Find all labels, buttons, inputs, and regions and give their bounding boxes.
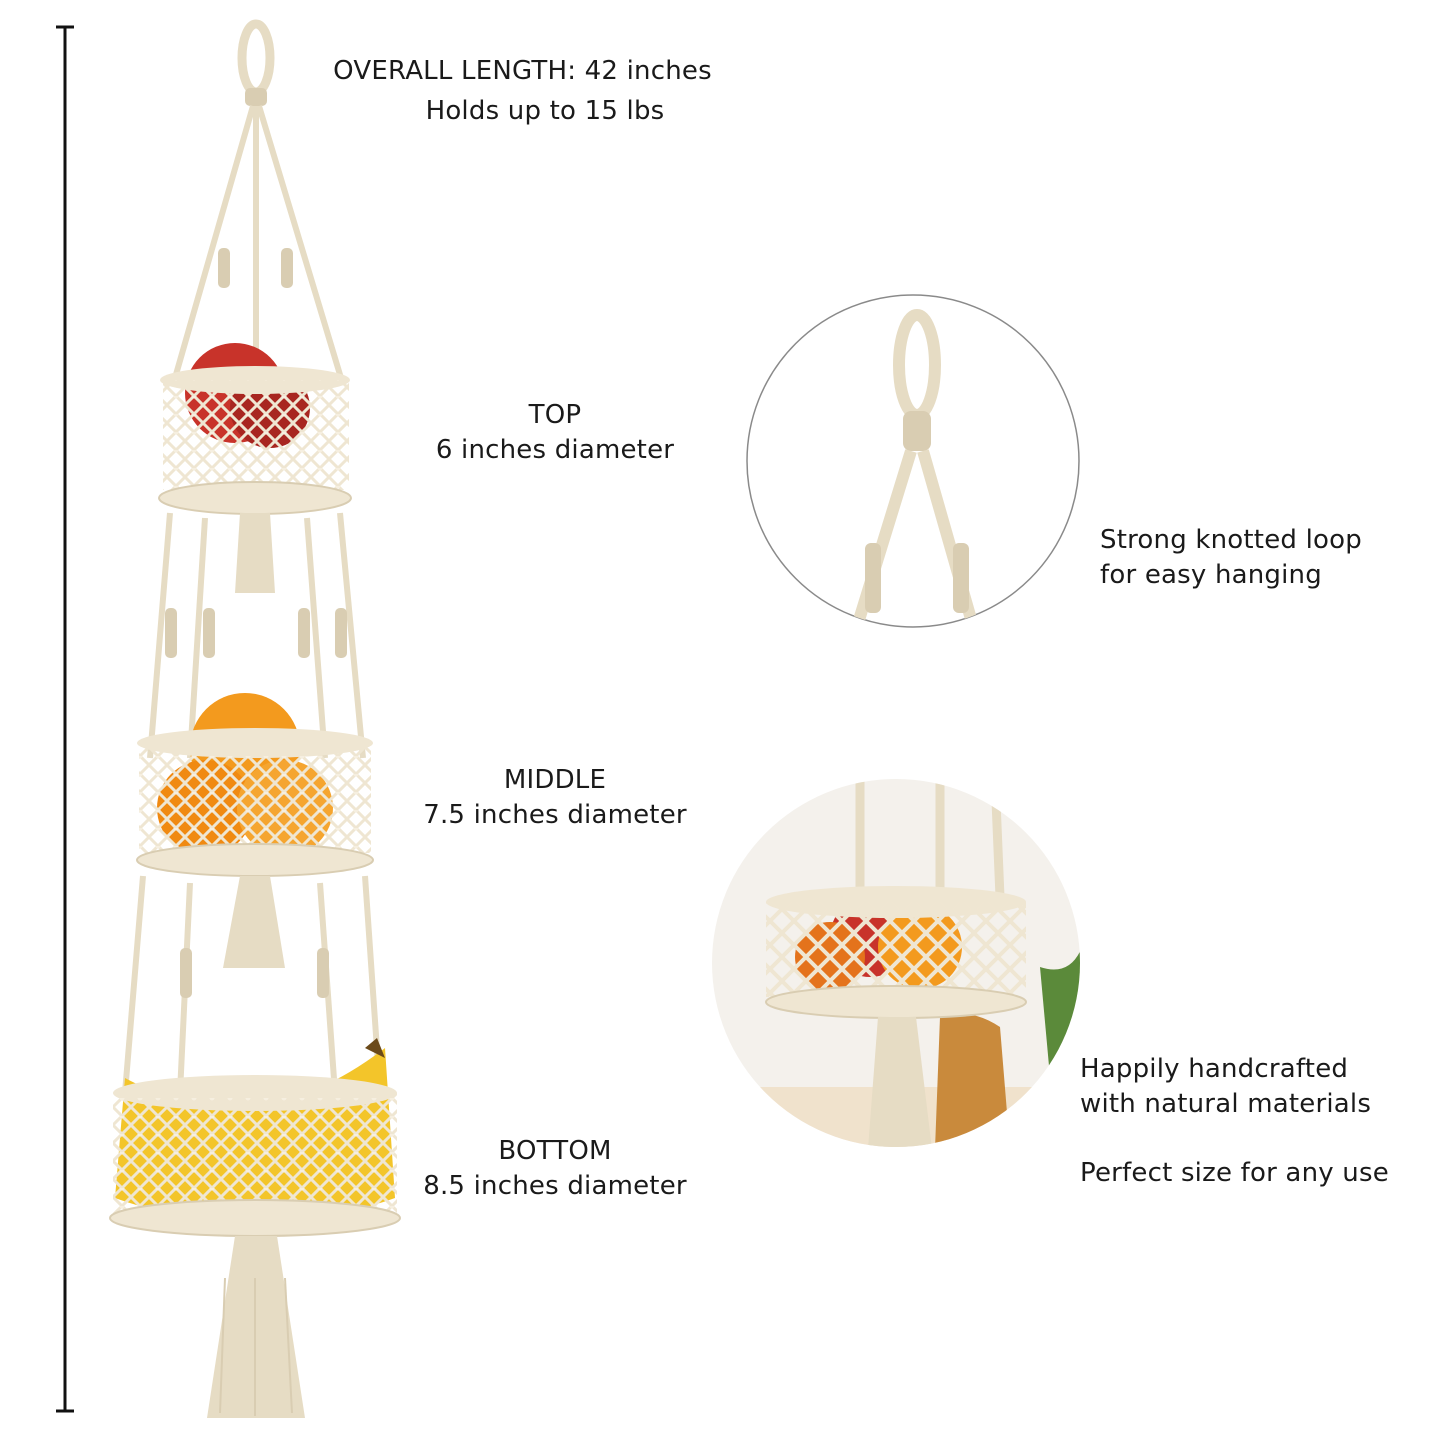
basket-closeup-image bbox=[712, 779, 1080, 1147]
top-basket bbox=[158, 343, 352, 593]
loop-detail-image bbox=[746, 294, 1080, 628]
length-ruler bbox=[56, 25, 74, 1413]
loop-feature-line-2: for easy hanging bbox=[1100, 560, 1322, 590]
loop-feature-line-1: Strong knotted loop bbox=[1100, 525, 1362, 555]
macrame-fruit-basket-image bbox=[109, 19, 401, 1418]
middle-tier-name: MIDDLE bbox=[503, 765, 607, 795]
top-tier-name: TOP bbox=[528, 400, 582, 430]
bottom-tier-size: 8.5 inches diameter bbox=[423, 1171, 687, 1201]
hanging-loop bbox=[237, 19, 275, 97]
top-tier-size: 6 inches diameter bbox=[435, 435, 675, 465]
handmade-feature-line-1: Happily handcrafted bbox=[1080, 1054, 1349, 1084]
middle-basket bbox=[136, 693, 374, 968]
middle-tier-size: 7.5 inches diameter bbox=[423, 800, 687, 830]
handmade-feature-line-2: with natural materials bbox=[1080, 1089, 1372, 1119]
capacity-label: Holds up to 15 lbs bbox=[425, 96, 665, 126]
overall-length-label: OVERALL LENGTH: 42 inches bbox=[333, 56, 712, 86]
bottom-tier-name: BOTTOM bbox=[498, 1136, 612, 1166]
size-feature: Perfect size for any use bbox=[1080, 1158, 1389, 1188]
bottom-basket bbox=[109, 1038, 401, 1418]
